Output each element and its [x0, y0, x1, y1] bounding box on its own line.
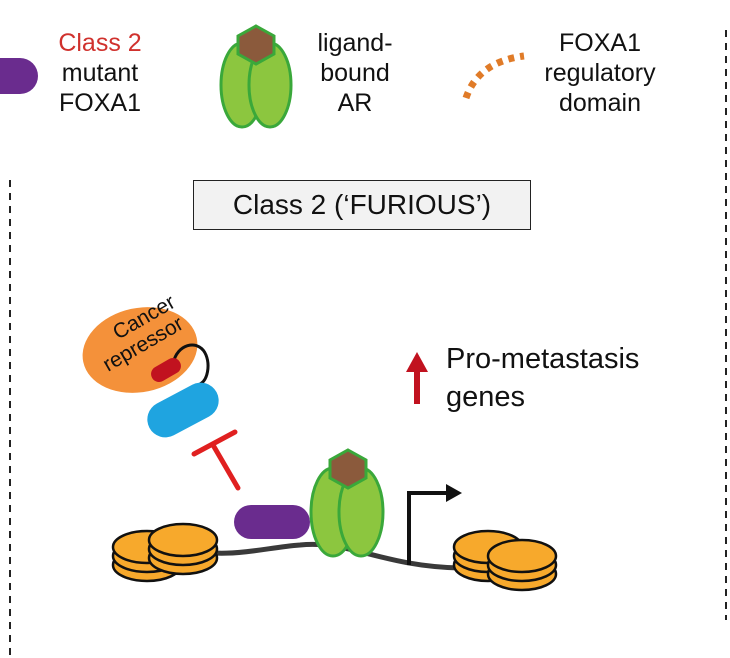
legend-foxa1-mutant: mutant	[61, 59, 139, 87]
legend-foxa1-label: Class 2 mutant FOXA1	[40, 28, 160, 118]
legend-ar-line3: AR	[337, 89, 373, 117]
legend-foxa1-class: Class 2	[58, 29, 142, 57]
legend-regulatory-line2: regulatory	[544, 59, 656, 87]
legend-regulatory-line1: FOXA1	[559, 29, 641, 57]
nucleosome-left-2	[147, 522, 219, 576]
target-genes-line2: genes	[446, 381, 526, 413]
foxa1-mutant-icon	[0, 58, 38, 94]
red-domain	[151, 358, 181, 382]
upregulation-arrow-icon	[406, 352, 428, 404]
inhibition-icon	[191, 429, 241, 491]
target-genes-line1: Pro-metastasis	[446, 343, 640, 375]
blue-domain	[147, 382, 219, 438]
legend-ar-line1: ligand-	[317, 29, 393, 57]
target-genes-label: Pro-metastasis genes	[446, 340, 639, 416]
legend-regulatory-line3: domain	[559, 89, 641, 117]
nucleosome-right-2	[486, 538, 558, 592]
linker-loop	[172, 343, 210, 386]
ligand-bound-ar-icon	[219, 24, 293, 129]
regulatory-domain-icon	[462, 52, 525, 100]
legend-ar-label: ligand- bound AR	[300, 28, 410, 118]
nucleosome-icon	[111, 522, 558, 592]
transcription-start-arrow-icon	[407, 484, 462, 565]
ligand-bound-ar-on-dna	[309, 448, 385, 558]
foxa1-mutant-on-dna	[234, 505, 310, 539]
cancer-repressor-complex	[82, 307, 219, 438]
legend-foxa1-name: FOXA1	[59, 89, 141, 117]
legend-ar-line2: bound	[320, 59, 390, 87]
nucleosome-left-1	[111, 529, 183, 583]
legend-regulatory-label: FOXA1 regulatory domain	[530, 28, 670, 118]
panel-title: Class 2 (‘FURIOUS’)	[193, 180, 531, 230]
